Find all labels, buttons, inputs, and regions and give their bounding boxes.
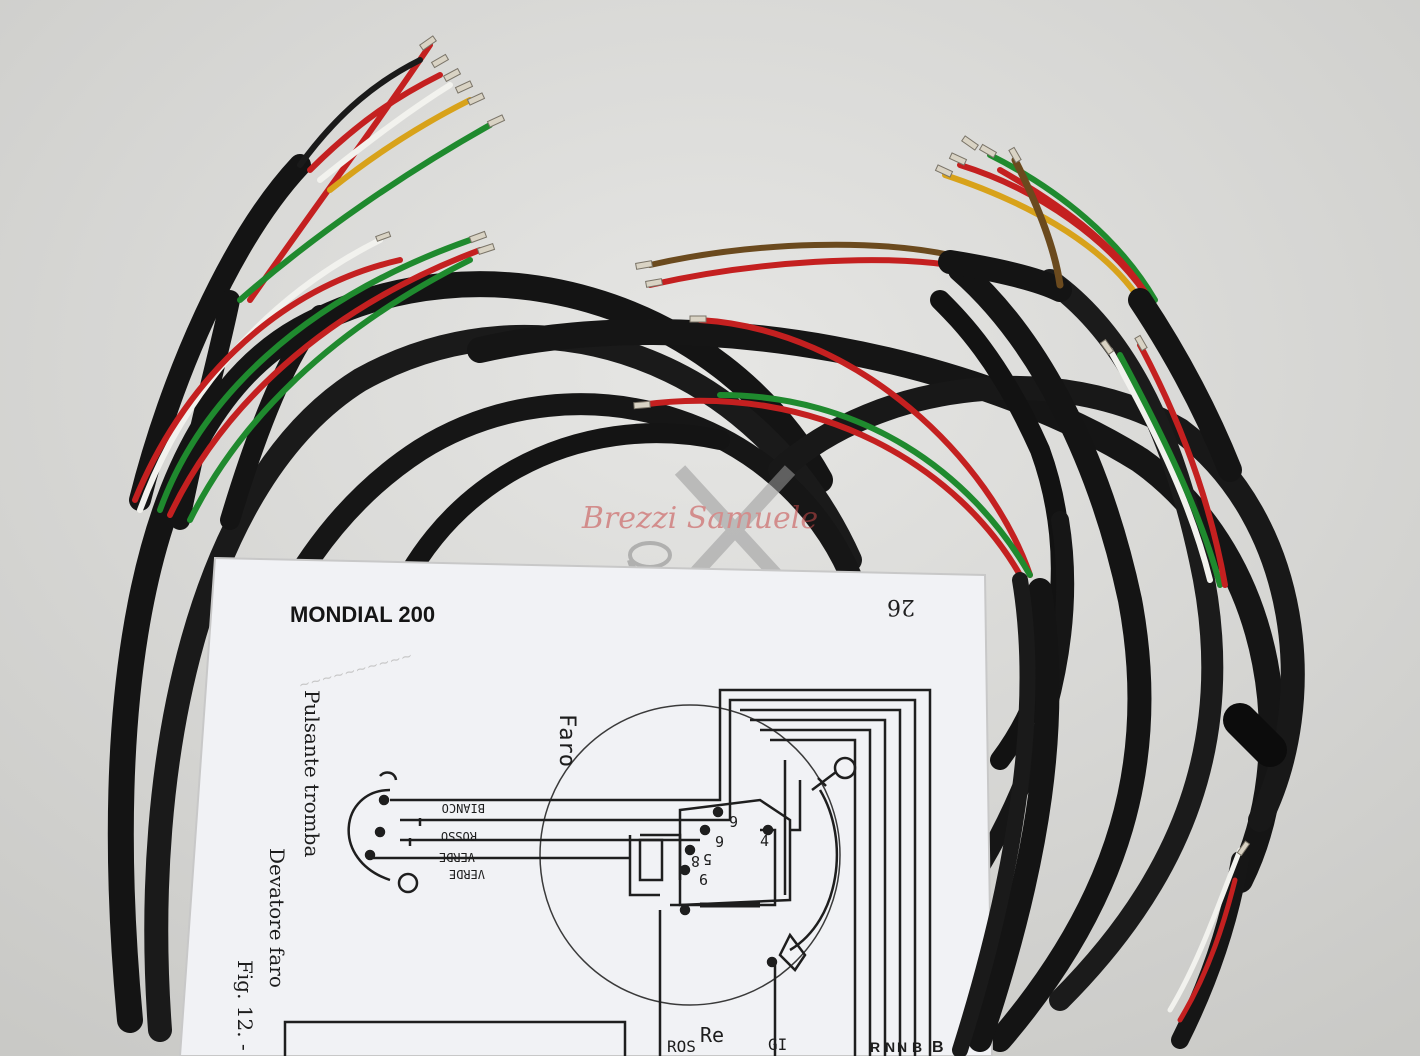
wire-red-mid [647, 257, 953, 288]
page-number: 26 [887, 594, 915, 619]
sheath-top-right [1128, 288, 1242, 482]
wire-white-bottom [1167, 847, 1243, 1013]
terminal-6b: 6 [715, 832, 724, 850]
wire-red-long-2 [637, 397, 1023, 578]
label-fig: Fig. 12. - S [233, 960, 257, 1056]
label-n2: N [885, 1039, 895, 1055]
wire-black-1 [297, 57, 423, 168]
wire-red-4 [167, 247, 483, 518]
document-paper [178, 556, 994, 1056]
terminal-6a: 6 [729, 812, 738, 830]
label-gi: GI [768, 1035, 787, 1054]
wire-yellow-right [942, 172, 1143, 303]
terminal-4: 4 [760, 832, 769, 850]
wire-red-2 [307, 72, 443, 173]
label-verde-2: VERDE [449, 867, 485, 881]
harness-loop-7 [948, 258, 1152, 1052]
sheath-top-left-3 [220, 305, 330, 530]
label-re: Re [700, 1023, 724, 1047]
headlamp-outline [539, 704, 841, 1006]
label-ros: ROS [667, 1037, 696, 1056]
label-bianco: BIANCO [442, 801, 485, 815]
watermark-brand: Brezzi Samuele [581, 501, 818, 536]
harness-foreground [952, 572, 1060, 1056]
wire-red-long [697, 317, 1033, 578]
wire-red-1 [247, 42, 433, 303]
document-title: MONDIAL 200 [290, 602, 435, 627]
wire-brown-right [1011, 156, 1064, 289]
dimmer-switch-block [638, 798, 792, 968]
label-b1: B [932, 1039, 944, 1056]
label-n: N [897, 1039, 907, 1055]
label-faro: Faro [554, 714, 579, 767]
label-pulsante: Pulsante tromba [300, 690, 324, 857]
wire-white-1 [317, 82, 453, 183]
tape-wrap [1223, 703, 1287, 767]
harness-loop-8 [1039, 269, 1224, 1011]
wire-green-2 [157, 237, 473, 513]
schematic-wires [370, 688, 932, 1056]
wire-red-right-3 [1137, 342, 1228, 588]
terminal-8: 8 [691, 852, 700, 870]
label-b2: B [912, 1039, 922, 1055]
wire-red-3 [132, 257, 403, 503]
wire-green-1 [237, 122, 493, 303]
label-verde-1: VERDE [439, 850, 475, 864]
wire-yellow-1 [327, 97, 473, 193]
wire-red-bottom [1177, 877, 1238, 1023]
wire-green-long [717, 392, 1033, 578]
lower-box [283, 1020, 627, 1056]
label-rosso: ROSSO [441, 829, 477, 843]
terminal-9: 9 [699, 870, 708, 888]
sheath-top-left-1 [129, 154, 311, 511]
wire-white-right [1107, 347, 1213, 583]
horn-switch [347, 771, 419, 894]
wire-green-3 [187, 257, 473, 523]
schematic-document: MONDIAL 200 26 ~~~~~~~~~~ Faro Pulsante … [178, 556, 994, 1056]
ignition-key [778, 756, 857, 972]
wire-brown-mid [647, 241, 953, 268]
terminal-5: 5 [703, 850, 712, 868]
label-r: R [870, 1039, 880, 1055]
label-devatore: Devatore faro [265, 848, 289, 988]
wire-green-right-2 [1117, 352, 1223, 588]
wire-terminals [375, 35, 1251, 857]
sheath-mid-right [938, 250, 1072, 302]
